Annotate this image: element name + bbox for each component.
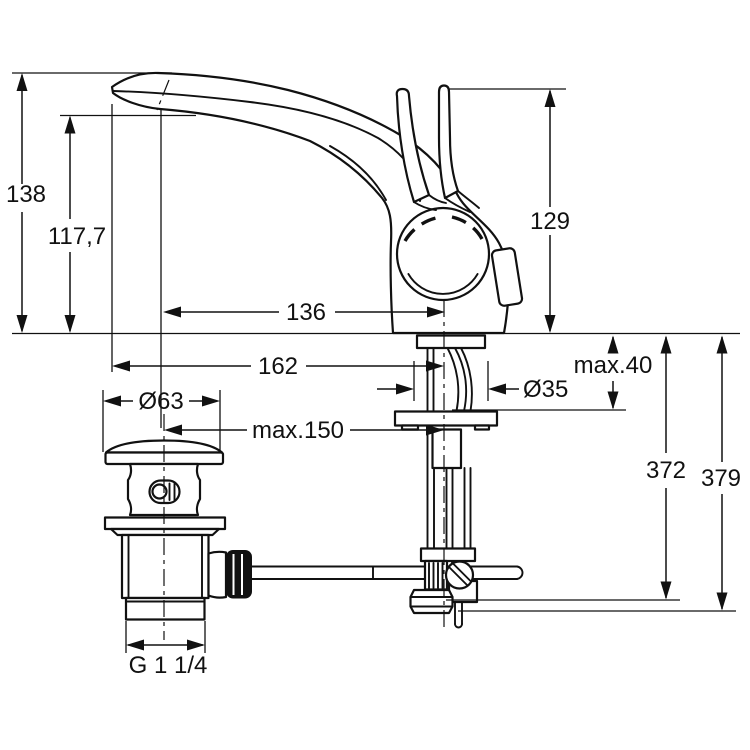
- dim-label-136: 136: [286, 299, 326, 326]
- outlet-axis-centerline: [156, 79, 170, 111]
- faucet: [110, 71, 524, 335]
- waste-knurled-nut: [226, 550, 252, 599]
- waste-wide-flange: [103, 516, 227, 531]
- arrow-right: [426, 424, 444, 436]
- dim-waste-flange-diameter: Ø63: [103, 388, 220, 415]
- arrow-up: [716, 335, 728, 354]
- mounting-flange: [393, 410, 499, 427]
- arrow-down: [716, 592, 728, 611]
- ball-socket-arc: [407, 273, 479, 295]
- arrow-right: [202, 395, 220, 407]
- screw-slot-hatch: [451, 561, 472, 582]
- dim-spout-outlet-height: 117,7: [48, 115, 106, 333]
- shank-sleeve: [431, 428, 463, 470]
- handle-base-curve-2: [444, 197, 471, 213]
- arrow-left: [164, 424, 182, 436]
- arrow-left: [126, 639, 144, 651]
- pull-rod-tip: [454, 623, 463, 629]
- flex-hose-curve: [446, 347, 460, 412]
- arrow-left: [112, 360, 130, 372]
- dim-label-372: 372: [646, 457, 686, 484]
- ball-hidden-edge-left: [403, 216, 437, 242]
- dim-label-117-7: 117,7: [48, 223, 106, 250]
- arrow-down: [607, 391, 619, 410]
- flex-hose-curve: [454, 347, 468, 412]
- dim-tip-reach: 162: [112, 353, 444, 380]
- arrow-down: [544, 315, 556, 333]
- hose-hex-nut: [409, 588, 454, 615]
- waste-slot-pin: [151, 483, 168, 500]
- dim-overall-height: 138: [6, 73, 46, 333]
- pop-up-waste: [103, 439, 252, 621]
- handle-base-curve-4: [457, 190, 480, 209]
- handle-base-curve-3: [428, 194, 447, 204]
- dim-deck-thickness: max.40: [574, 335, 653, 410]
- base-washer: [415, 334, 487, 350]
- dim-label-max40: max.40: [574, 352, 653, 379]
- under-deck-assembly: [393, 334, 499, 590]
- arrow-up: [64, 115, 76, 134]
- spout-inner-curve: [329, 145, 387, 201]
- waste-lower-body: [120, 533, 210, 600]
- dim-label-138: 138: [6, 181, 46, 208]
- lever-handle-rear-prong: [437, 84, 460, 200]
- arrow-down: [64, 315, 76, 333]
- dim-connection-length-short: 372: [646, 335, 686, 600]
- arrow-up: [607, 335, 619, 354]
- datum-lines: [12, 72, 740, 335]
- pop-up-rod-linkage: [250, 547, 524, 629]
- body-side-badge: [490, 247, 524, 307]
- waste-threaded-tail: [124, 596, 206, 621]
- dim-label-thread: G 1 1/4: [129, 652, 208, 679]
- dim-spout-reach: 136: [163, 299, 445, 326]
- arrow-up: [16, 73, 28, 91]
- clamp-collar: [419, 547, 477, 563]
- arrow-right: [187, 639, 205, 651]
- dim-mounting-hole-diameter: Ø35: [377, 376, 568, 403]
- lever-handle-front-prong: [395, 87, 431, 204]
- arrow-down: [660, 581, 672, 600]
- flange-notch: [400, 424, 420, 431]
- flex-hose-curve: [460, 347, 473, 412]
- dim-label-162: 162: [258, 353, 298, 380]
- rod-tip: [516, 565, 524, 580]
- dim-connection-length-long: 379: [701, 335, 741, 611]
- dim-label-129: 129: [530, 208, 570, 235]
- dim-label-379: 379: [701, 465, 741, 492]
- dim-waste-center-distance: max.150: [164, 417, 444, 444]
- arrow-up: [660, 335, 672, 354]
- arrow-right: [426, 360, 444, 372]
- handle-base-curve-1: [413, 201, 437, 211]
- arrow-down: [16, 315, 28, 333]
- arrow-left-in: [488, 383, 506, 395]
- mixer-ball-joint: [395, 206, 491, 302]
- dim-handle-height: 129: [530, 89, 570, 333]
- dim-waste-thread: G 1 1/4: [126, 639, 208, 679]
- arrow-right-in: [396, 383, 414, 395]
- clamp-screw: [444, 560, 475, 590]
- waste-rod-socket: [207, 550, 228, 599]
- ball-hidden-edge-right: [451, 215, 484, 240]
- dim-label-max150: max.150: [252, 417, 344, 444]
- waste-flange-bevel: [109, 527, 221, 537]
- dim-label-d35: Ø35: [523, 376, 568, 403]
- center-lines: [102, 79, 736, 653]
- arrow-left: [103, 395, 121, 407]
- screw-slot-hatch: [448, 566, 468, 586]
- dim-label-d63: Ø63: [138, 388, 183, 415]
- flange-notch: [473, 424, 491, 431]
- arrow-up: [544, 89, 556, 107]
- arrow-right: [427, 306, 445, 318]
- arrow-left: [163, 306, 181, 318]
